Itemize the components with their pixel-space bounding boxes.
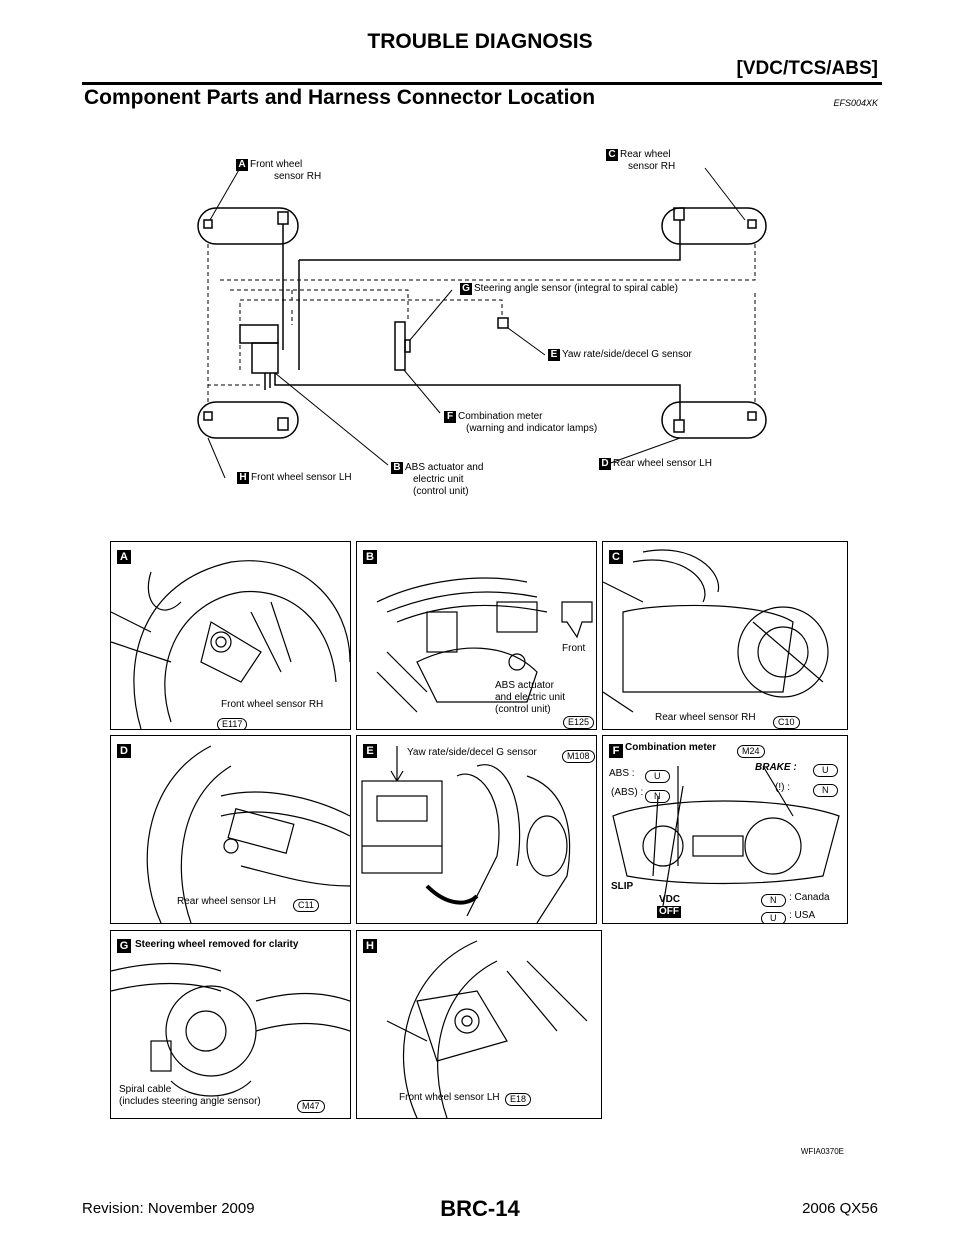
figure-code: WFIA0370E bbox=[800, 1147, 844, 1156]
panel-c-badge: C bbox=[609, 550, 623, 564]
brake-icon-label: (!) : bbox=[775, 782, 790, 793]
legend-n: N bbox=[761, 894, 786, 907]
panel-b-badge: B bbox=[363, 550, 377, 564]
panel-h-badge: H bbox=[363, 939, 377, 953]
panel-e-badge: E bbox=[363, 744, 377, 758]
rear-right-wheel bbox=[661, 207, 767, 245]
panel-e: E Yaw rate/side/decel G sensor M108 bbox=[356, 735, 597, 924]
front-wheel-lh-illustration bbox=[386, 940, 588, 1118]
panel-f-label: Combination meter bbox=[625, 742, 717, 753]
panel-h: H Front wheel sensor LH E18 bbox=[356, 930, 602, 1119]
yaw-sensor-illustration bbox=[361, 746, 571, 923]
spiral-cable-illustration bbox=[111, 962, 350, 1097]
header-divider bbox=[82, 82, 882, 85]
panel-d-badge: D bbox=[117, 744, 131, 758]
panel-g: G Steering wheel removed for clarity Spi… bbox=[110, 930, 351, 1119]
badge-e: E bbox=[548, 349, 560, 361]
panel-h-label: Front wheel sensor LH bbox=[399, 1092, 500, 1103]
abs-icon-value: N bbox=[645, 790, 670, 803]
badge-g: G bbox=[460, 283, 472, 295]
footer-model: 2006 QX56 bbox=[802, 1200, 878, 1217]
connector-e117: E117 bbox=[217, 718, 248, 729]
connector-c10: C10 bbox=[773, 716, 800, 729]
badge-h: H bbox=[237, 472, 249, 484]
abs-lamp-label: ABS : bbox=[609, 768, 635, 779]
front-right-wheel bbox=[197, 207, 299, 245]
vdc-label: VDC bbox=[659, 894, 681, 905]
panel-c: C Rear wheel sensor RH C10 bbox=[602, 541, 848, 730]
connector-e18: E18 bbox=[505, 1093, 532, 1106]
rear-wheel-rh-illustration bbox=[603, 549, 829, 713]
panel-g-label: Spiral cable(includes steering angle sen… bbox=[119, 1084, 261, 1107]
footer-revision: Revision: November 2009 bbox=[82, 1200, 255, 1217]
badge-b: B bbox=[391, 462, 403, 474]
slip-label: SLIP bbox=[611, 881, 634, 892]
legend-usa: : USA bbox=[789, 910, 816, 921]
badge-d: D bbox=[599, 458, 611, 470]
page-header-title: TROUBLE DIAGNOSIS bbox=[367, 30, 593, 53]
abs-lamp-value: U bbox=[645, 770, 670, 783]
panel-g-title: Steering wheel removed for clarity bbox=[135, 939, 299, 950]
brake-lamp-label: BRAKE : bbox=[755, 762, 797, 773]
panel-e-label: Yaw rate/side/decel G sensor bbox=[407, 747, 537, 758]
panel-d-label: Rear wheel sensor LH bbox=[177, 896, 276, 907]
badge-f: F bbox=[444, 411, 456, 423]
vehicle-layout-diagram bbox=[197, 167, 767, 479]
section-title: Component Parts and Harness Connector Lo… bbox=[84, 86, 596, 109]
panel-c-label: Rear wheel sensor RH bbox=[655, 712, 756, 723]
panel-a-badge: A bbox=[117, 550, 131, 564]
legend-u: U bbox=[761, 912, 786, 923]
panel-a-label: Front wheel sensor RH bbox=[221, 699, 324, 710]
front-wheel-rh-illustration bbox=[111, 560, 350, 729]
connector-e125: E125 bbox=[563, 716, 595, 729]
panel-g-badge: G bbox=[117, 939, 131, 953]
front-left-wheel bbox=[197, 401, 299, 439]
page-header-subtitle: [VDC/TCS/ABS] bbox=[736, 58, 878, 79]
off-label: OFF bbox=[657, 906, 681, 918]
footer-page-number: BRC-14 bbox=[440, 1196, 520, 1221]
panel-b-front-label: Front bbox=[562, 643, 586, 654]
badge-a: A bbox=[236, 159, 248, 171]
connector-m108: M108 bbox=[562, 750, 595, 763]
brake-lamp-value: U bbox=[813, 764, 838, 777]
badge-c: C bbox=[606, 149, 618, 161]
connector-c11: C11 bbox=[293, 899, 319, 912]
legend-canada: : Canada bbox=[789, 892, 830, 903]
abs-icon-label: (ABS) : bbox=[611, 787, 644, 798]
panel-f-badge: F bbox=[609, 744, 623, 758]
connector-m47: M47 bbox=[297, 1100, 325, 1113]
abs-actuator-illustration bbox=[376, 577, 593, 713]
section-code: EFS004XK bbox=[833, 98, 878, 108]
panel-d: D Rear wheel sensor LH C11 bbox=[110, 735, 351, 924]
connector-m24: M24 bbox=[737, 745, 765, 758]
panel-a: A Front wheel sensor RH E117 bbox=[110, 541, 351, 730]
panel-f: F Combination meter M24 ABS : U (ABS) : … bbox=[602, 735, 848, 924]
brake-icon-value: N bbox=[813, 784, 838, 797]
combination-meter-illustration bbox=[612, 765, 840, 907]
rear-wheel-lh-illustration bbox=[146, 745, 350, 923]
rear-left-wheel bbox=[661, 401, 767, 439]
